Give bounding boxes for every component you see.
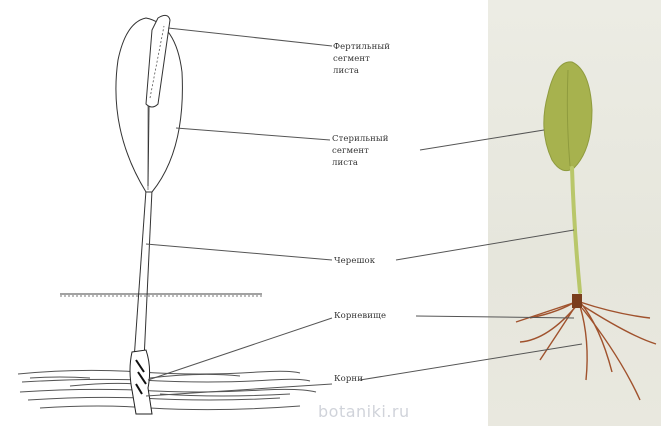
fertile-segment-label: Фертильный сегмент листа <box>333 41 390 77</box>
photo-leaf <box>544 62 592 292</box>
watermark: bоtaniki.ru <box>318 402 410 421</box>
ground-line <box>60 294 262 296</box>
rhizome-drawing <box>130 350 152 414</box>
root-label: Корни <box>334 373 363 385</box>
photo-roots <box>516 300 656 400</box>
sterile-segment-label: Стерильный сегмент листа <box>332 133 388 169</box>
rhizome-label: Корневище <box>334 310 386 322</box>
petiole-drawing <box>134 190 152 360</box>
photo-rhizome <box>572 294 582 308</box>
roots-drawing <box>18 370 316 409</box>
petiole-label: Черешок <box>334 255 375 267</box>
leader-lines <box>146 28 582 396</box>
